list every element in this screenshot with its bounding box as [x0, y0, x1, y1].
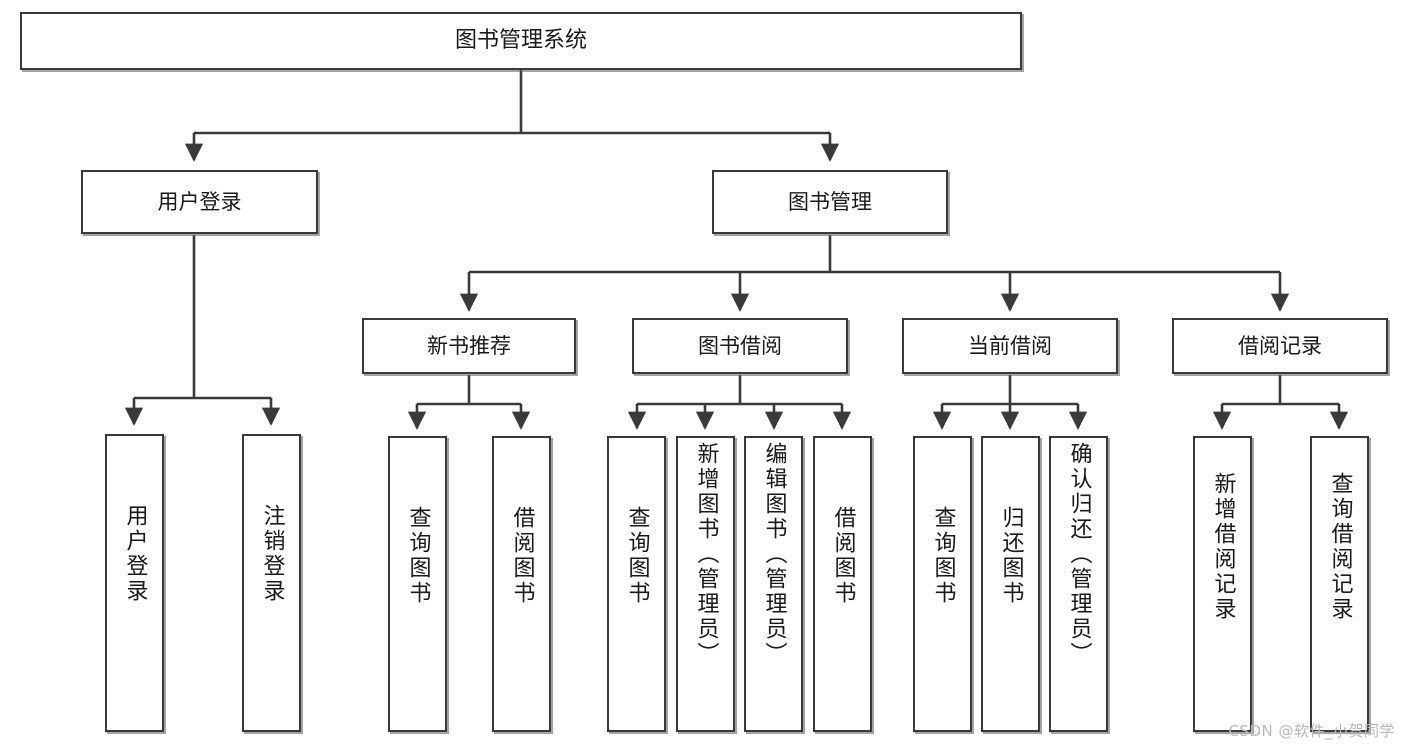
node-leaf-return-book-label: 归还图书: [998, 506, 1024, 606]
node-leaf-user-login-label: 用户登录: [122, 504, 148, 604]
watermark-text: CSDN @软件_小贺同学: [1228, 722, 1395, 740]
node-leaf-query-record-label: 查询借阅记录: [1327, 472, 1353, 622]
node-book-manage-label: 图书管理: [788, 189, 872, 214]
node-new-book-recommend-label: 新书推荐: [427, 333, 511, 358]
node-leaf-query-book-3-label: 查询图书: [930, 506, 956, 606]
node-book-manage[interactable]: 图书管理: [712, 170, 948, 234]
node-leaf-return-book[interactable]: 归还图书: [981, 436, 1040, 732]
node-root-label: 图书管理系统: [454, 28, 587, 54]
node-leaf-query-book-1-label: 查询图书: [405, 506, 431, 606]
node-borrow-record[interactable]: 借阅记录: [1172, 318, 1388, 374]
node-leaf-add-book[interactable]: 新增图书（管理员）: [676, 436, 735, 732]
node-book-borrow[interactable]: 图书借阅: [632, 318, 848, 374]
node-borrow-record-label: 借阅记录: [1238, 333, 1322, 358]
node-leaf-user-login[interactable]: 用户登录: [105, 434, 164, 732]
node-leaf-borrow-book-1[interactable]: 借阅图书: [492, 436, 551, 732]
node-leaf-query-record[interactable]: 查询借阅记录: [1310, 436, 1369, 732]
node-leaf-confirm-return-label: 确认归还（管理员）: [1066, 442, 1092, 667]
node-leaf-query-book-3[interactable]: 查询图书: [913, 436, 972, 732]
node-leaf-add-book-label: 新增图书（管理员）: [693, 442, 719, 667]
node-leaf-add-record-label: 新增借阅记录: [1210, 472, 1236, 622]
node-leaf-add-record[interactable]: 新增借阅记录: [1193, 436, 1252, 732]
node-current-borrow-label: 当前借阅: [968, 333, 1052, 358]
node-leaf-query-book-2-label: 查询图书: [624, 506, 650, 606]
node-new-book-recommend[interactable]: 新书推荐: [362, 318, 576, 374]
node-leaf-query-book-1[interactable]: 查询图书: [388, 436, 447, 732]
node-leaf-confirm-return[interactable]: 确认归还（管理员）: [1049, 436, 1108, 732]
node-leaf-borrow-book-2-label: 借阅图书: [830, 506, 856, 606]
node-leaf-query-book-2[interactable]: 查询图书: [607, 436, 666, 732]
node-book-borrow-label: 图书借阅: [698, 333, 782, 358]
node-user-login-label: 用户登录: [157, 189, 242, 214]
node-leaf-logout-login[interactable]: 注销登录: [242, 434, 301, 732]
node-leaf-logout-login-label: 注销登录: [259, 504, 285, 604]
node-leaf-borrow-book-2[interactable]: 借阅图书: [813, 436, 872, 732]
node-leaf-edit-book-label: 编辑图书（管理员）: [761, 442, 787, 667]
node-leaf-edit-book[interactable]: 编辑图书（管理员）: [744, 436, 803, 732]
node-root[interactable]: 图书管理系统: [20, 12, 1022, 70]
node-user-login[interactable]: 用户登录: [81, 170, 318, 234]
node-leaf-borrow-book-1-label: 借阅图书: [509, 506, 535, 606]
node-current-borrow[interactable]: 当前借阅: [902, 318, 1118, 374]
